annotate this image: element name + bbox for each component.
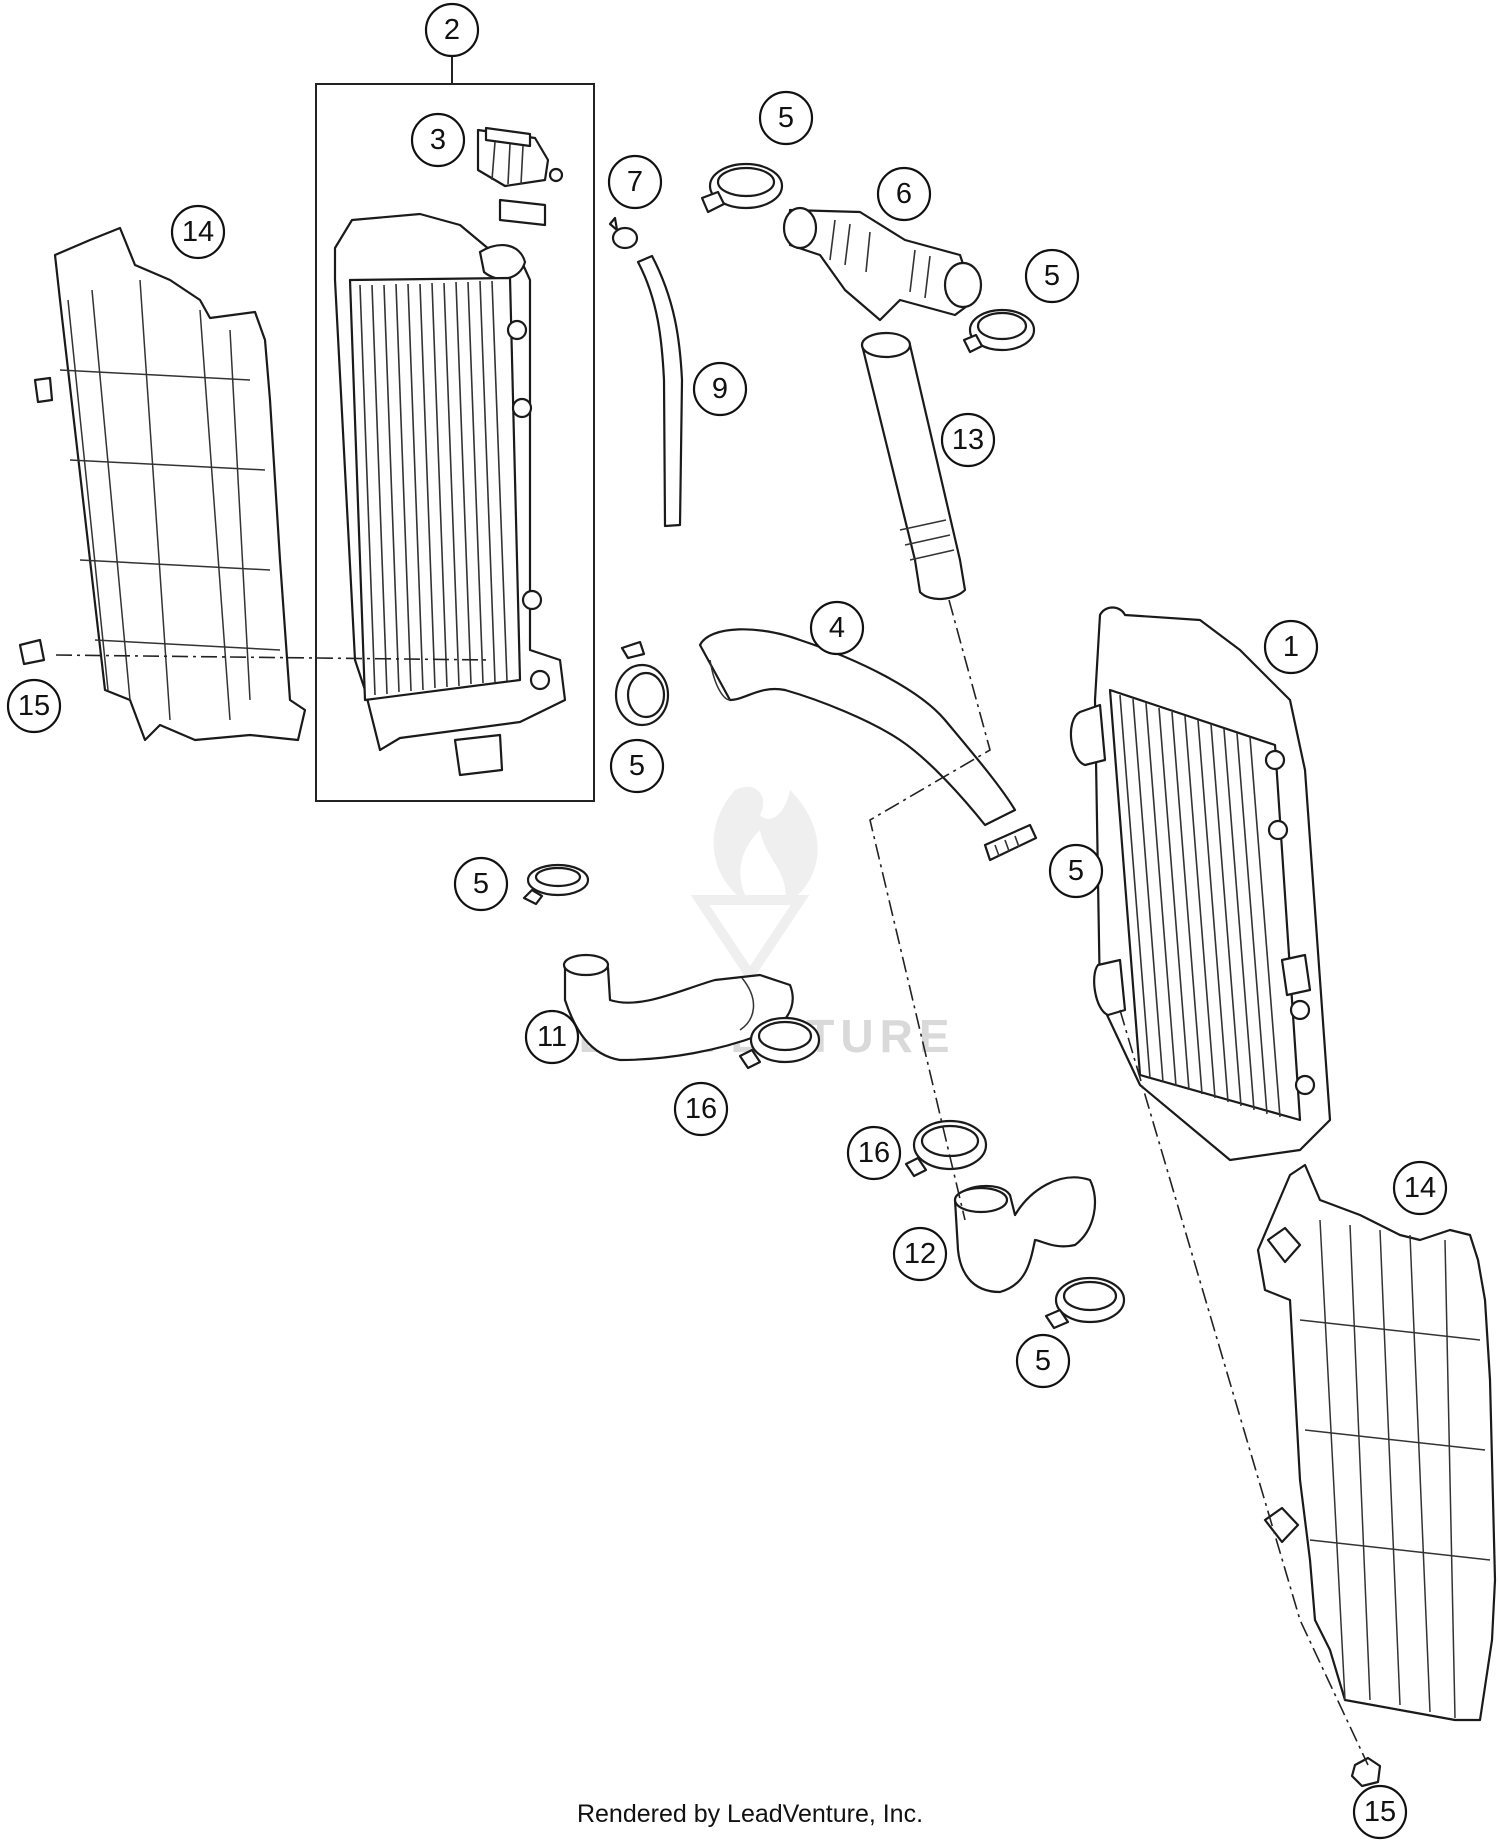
callout-number: 5 [778,102,794,134]
callout-number: 15 [18,690,50,722]
callout-circle [170,204,226,260]
part-2-kit-box [315,83,595,802]
callout-part-5: 5 [1048,843,1104,899]
callout-circle [940,412,996,468]
callout-number: 7 [627,166,643,198]
part-9-breather-hose [636,254,684,528]
right-radiator-shroud [1256,1163,1497,1788]
callout-number: 4 [829,612,845,644]
part-6-hose-connector [782,206,983,322]
callout-circle [453,856,509,912]
callout-number: 15 [1364,1796,1396,1828]
callout-number: 5 [473,868,489,900]
part-5-hose-clamp-mid [522,863,590,906]
callout-part-5: 5 [1015,1333,1071,1389]
callout-part-5: 5 [1024,248,1080,304]
callout-part-9: 9 [692,361,748,417]
part-5-hose-clamp-top [700,162,784,214]
callout-part-14: 14 [170,204,226,260]
callout-part-11: 11 [524,1009,580,1065]
callout-number: 6 [896,178,912,210]
callout-number: 3 [430,124,446,156]
callout-part-14: 14 [1392,1160,1448,1216]
callout-circle [1392,1160,1448,1216]
callout-number: 14 [1404,1172,1436,1204]
callout-number: 9 [712,373,728,405]
callout-circle [892,1226,948,1282]
callout-part-5: 5 [453,856,509,912]
right-radiator-fins [1119,694,1281,1118]
callout-circle [609,738,665,794]
part-16-hose-clamp-left [738,1016,821,1070]
callout-number: 16 [858,1137,890,1169]
callout-part-5: 5 [758,90,814,146]
part-12-short-hose [953,1176,1097,1294]
callout-circle [876,166,932,222]
part-4-radiator-hose [698,628,1017,827]
callout-part-15: 15 [1352,1784,1408,1840]
part-5-hose-clamp-upper-right [962,308,1036,354]
callout-circle [524,1009,580,1065]
callout-number: 13 [952,424,984,456]
left-radiator-shroud [18,226,307,742]
left-radiator [333,198,567,777]
callout-number: 5 [629,750,645,782]
callout-part-6: 6 [876,166,932,222]
left-radiator-fins [359,280,508,696]
callout-number: 1 [1283,631,1299,663]
callout-circle [673,1081,729,1137]
callout-number: 14 [182,216,214,248]
part-3-radiator-cap [476,126,564,188]
part-13-coolant-pipe [860,331,967,600]
render-credit: Rendered by LeadVenture, Inc. [577,1800,923,1828]
callout-number: 11 [537,1021,567,1053]
callout-circle [1024,248,1080,304]
callout-circle [1015,1333,1071,1389]
callout-number: 16 [685,1093,717,1125]
part-5-fitting-right [983,823,1038,862]
callout-circle [410,112,466,168]
callout-circle [1263,619,1319,675]
callout-number: 5 [1035,1345,1051,1377]
callout-circle [809,600,865,656]
callout-circle [607,154,663,210]
callout-number: 5 [1068,855,1084,887]
callout-number: 5 [1044,260,1060,292]
callout-part-7: 7 [607,154,663,210]
callout-number: 2 [444,14,460,46]
callout-circle [1352,1784,1408,1840]
callout-circle [692,361,748,417]
callout-number: 12 [904,1238,936,1270]
callout-circle [846,1125,902,1181]
callout-part-4: 4 [809,600,865,656]
part-16-hose-clamp-right [904,1119,988,1178]
callout-part-12: 12 [892,1226,948,1282]
part-1-right-radiator [1069,606,1332,1162]
watermark-logo [690,786,818,985]
callout-part-3: 3 [410,112,466,168]
callout-part-16: 16 [846,1125,902,1181]
callout-part-13: 13 [940,412,996,468]
callout-part-15: 15 [6,678,62,734]
callout-part-16: 16 [673,1081,729,1137]
part-5-hose-clamp-lower [1044,1276,1126,1330]
callout-part-2: 2 [424,2,480,58]
callout-circle [1048,843,1104,899]
callout-circle [6,678,62,734]
part-5-hose-clamp-left [614,640,670,727]
assembly-lines [55,599,1369,1766]
callout-circle [424,2,480,58]
callout-part-5: 5 [609,738,665,794]
part-7-small-clamp [608,216,639,250]
callout-circle [758,90,814,146]
callout-part-1: 1 [1263,619,1319,675]
